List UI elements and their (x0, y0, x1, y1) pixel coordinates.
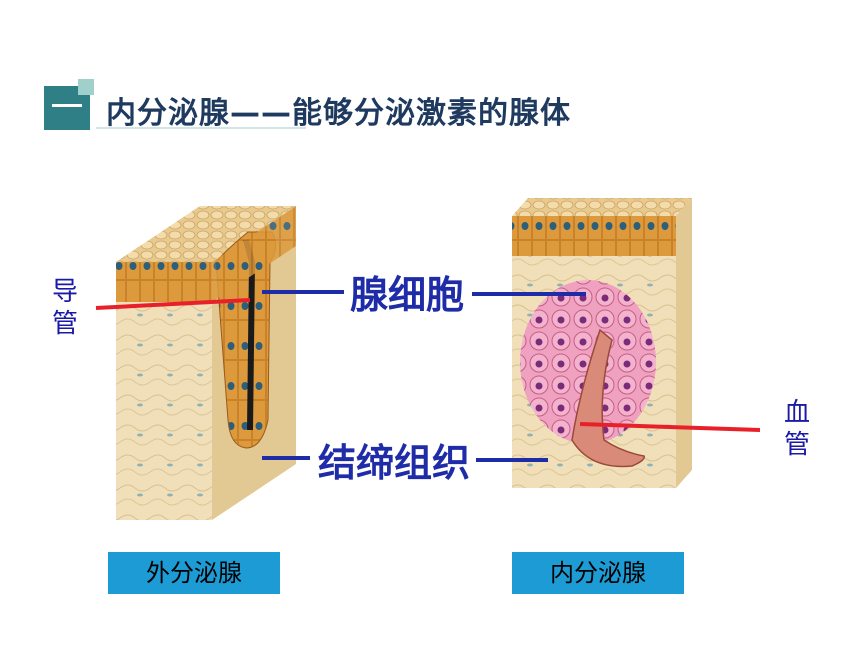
page-title: 内分泌腺——能够分泌激素的腺体 (106, 96, 571, 131)
exocrine-cell-layer (116, 262, 212, 302)
exocrine-top-surface (116, 206, 296, 262)
duct-label: 导 管 (50, 276, 80, 340)
header-accent-small-square (78, 79, 94, 95)
duct-label-char-2: 管 (51, 309, 78, 339)
connective-tissue-label: 结缔组织 (318, 440, 471, 485)
endocrine-caption: 内分泌腺 (512, 552, 684, 594)
header-dash (52, 104, 82, 107)
endocrine-side-face (676, 198, 692, 488)
endocrine-top-surface (512, 198, 692, 216)
exocrine-block (116, 206, 296, 520)
duct-pointer (95, 298, 251, 310)
exocrine-caption: 外分泌腺 (108, 552, 280, 594)
endocrine-block (512, 198, 692, 488)
vessel-label-char-1: 血 (783, 398, 810, 428)
duct-label-char-1: 导 (51, 277, 78, 307)
vessel-label-char-2: 管 (783, 430, 810, 460)
vessel-pointer (579, 422, 761, 432)
endocrine-blood-vessel (571, 328, 645, 468)
gland-cell-label: 腺细胞 (350, 272, 465, 317)
vessel-label: 血 管 (782, 397, 812, 461)
endocrine-cell-layer (512, 216, 676, 256)
endocrine-cell-cluster (520, 280, 656, 444)
header-underline (96, 127, 306, 129)
exocrine-side-cell-layer (212, 206, 296, 302)
